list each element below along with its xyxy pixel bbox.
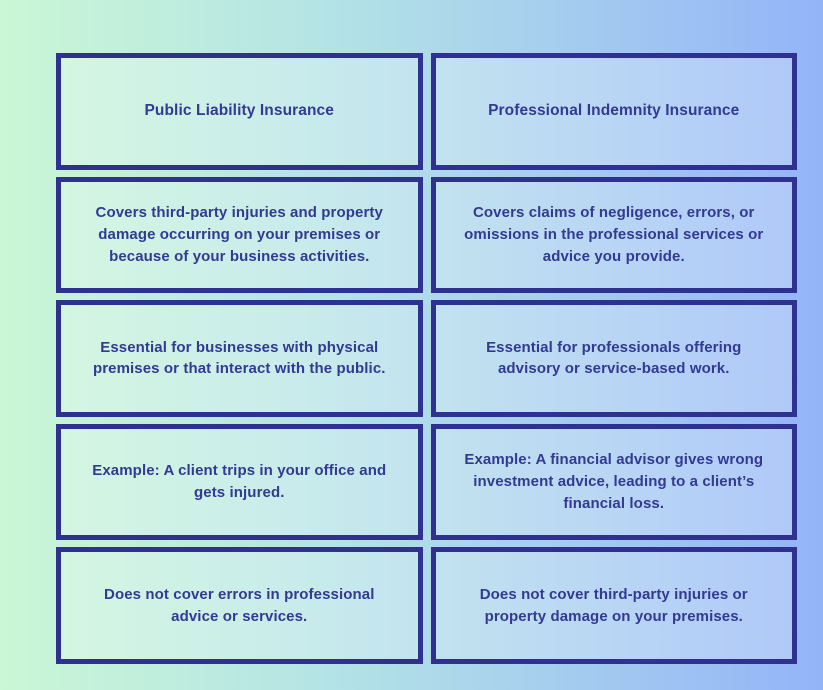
column-header-label: Professional Indemnity Insurance (488, 102, 740, 120)
cell-text: Example: A financial advisor gives wrong… (464, 451, 764, 512)
cell-text: Essential for businesses with physical p… (92, 338, 386, 378)
cell-text: Covers third-party injuries and property… (95, 204, 383, 265)
cell-public-liability-coverage: Covers third-party injuries and property… (56, 176, 423, 294)
cell-professional-indemnity-essential-for: Essential for professionals offering adv… (430, 300, 797, 417)
cell-text: Does not cover errors in professional ad… (104, 585, 375, 625)
cell-professional-indemnity-coverage: Covers claims of negligence, errors, or … (430, 176, 797, 294)
cell-text: Covers claims of negligence, errors, or … (464, 204, 764, 265)
cell-public-liability-example: Example: A client trips in your office a… (56, 423, 423, 541)
comparison-table: Public Liability Insurance Professional … (56, 53, 797, 664)
cell-text: Essential for professionals offering adv… (486, 338, 742, 378)
cell-public-liability-essential-for: Essential for businesses with physical p… (56, 300, 423, 417)
cell-text: Does not cover third-party injuries or p… (479, 585, 748, 625)
cell-text: Example: A client trips in your office a… (92, 462, 387, 502)
cell-professional-indemnity-example: Example: A financial advisor gives wrong… (430, 423, 797, 541)
cell-professional-indemnity-exclusion: Does not cover third-party injuries or p… (430, 547, 797, 664)
cell-public-liability-exclusion: Does not cover errors in professional ad… (56, 547, 423, 664)
column-header-label: Public Liability Insurance (144, 102, 334, 120)
column-header-public-liability: Public Liability Insurance (56, 53, 423, 170)
column-header-professional-indemnity: Professional Indemnity Insurance (430, 53, 797, 170)
